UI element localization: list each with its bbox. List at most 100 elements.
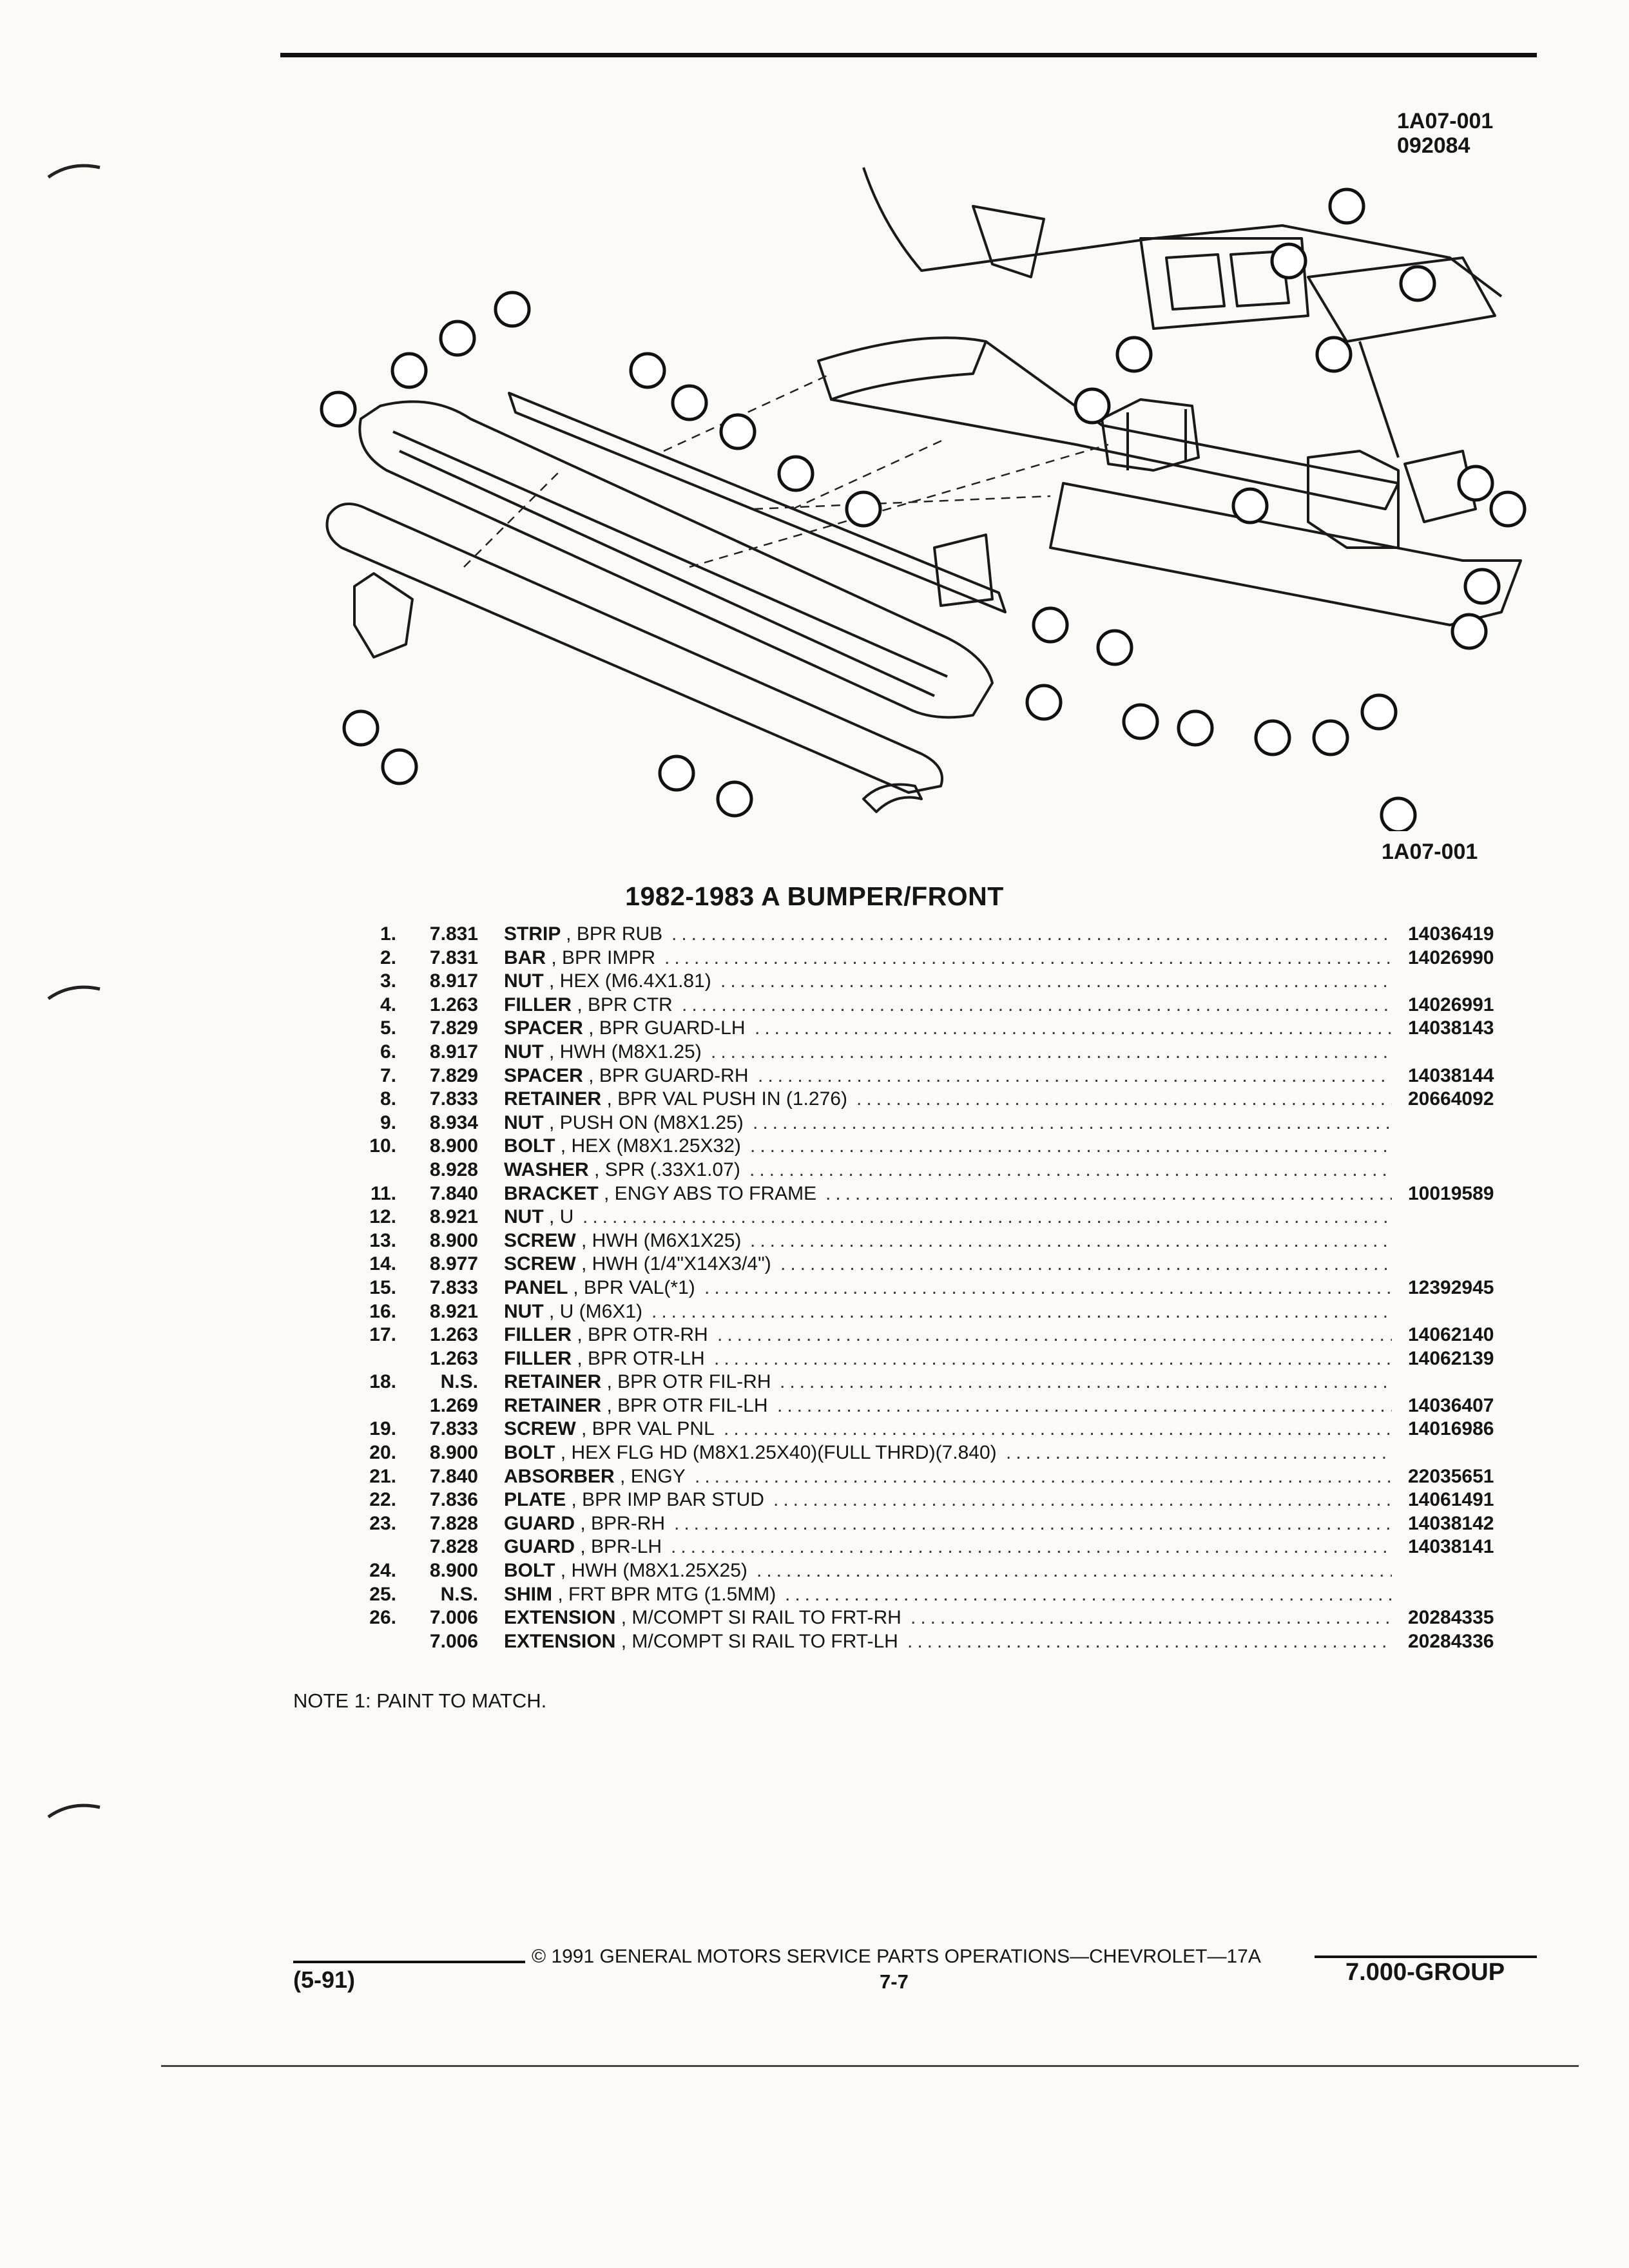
item-number: 23.	[369, 1512, 396, 1534]
part-name: FILLER	[504, 1347, 572, 1369]
part-name: GUARD	[504, 1512, 575, 1534]
part-name: NUT	[504, 1111, 544, 1133]
leader-dots: ........................................…	[780, 1371, 1392, 1393]
item-number: 19.	[369, 1418, 396, 1440]
item-number: 22.	[369, 1489, 396, 1511]
group-number: 7.831	[429, 947, 478, 968]
leader-dots: ........................................…	[825, 1182, 1392, 1204]
part-spec: , HWH (M6X1X25)	[581, 1229, 742, 1251]
part-spec: , ENGY ABS TO FRAME	[604, 1182, 817, 1204]
leader-dots: ........................................…	[671, 923, 1392, 945]
part-name: GUARD	[504, 1536, 575, 1558]
part-description: SPACER , BPR GUARD-RH	[504, 1064, 749, 1088]
part-description: RETAINER , BPR OTR FIL-RH	[504, 1370, 771, 1394]
part-spec: , ENGY	[620, 1465, 686, 1487]
part-description: SHIM , FRT BPR MTG (1.5MM)	[504, 1583, 776, 1607]
part-description: BOLT , HEX FLG HD (M8X1.25X40)(FULL THRD…	[504, 1441, 997, 1465]
part-number: 20664092	[1408, 1088, 1494, 1110]
leader-dots: ........................................…	[755, 1017, 1392, 1039]
group-number: 8.917	[429, 970, 478, 992]
part-name: RETAINER	[504, 1394, 602, 1416]
part-name: BOLT	[504, 1135, 555, 1157]
part-description: NUT , U	[504, 1206, 574, 1229]
part-number: 14016986	[1408, 1418, 1494, 1440]
item-number: 24.	[369, 1560, 396, 1582]
item-number: 16.	[369, 1300, 396, 1322]
leader-dots: ........................................…	[785, 1583, 1392, 1605]
margin-mark	[47, 985, 101, 1001]
part-description: BOLT , HWH (M8X1.25X25)	[504, 1559, 747, 1583]
part-name: EXTENSION	[504, 1630, 616, 1652]
part-spec: , M/COMPT SI RAIL TO FRT-LH	[621, 1630, 898, 1652]
part-name: ABSORBER	[504, 1465, 615, 1487]
item-number: 8.	[380, 1088, 396, 1110]
part-description: EXTENSION , M/COMPT SI RAIL TO FRT-LH	[504, 1630, 898, 1654]
part-description: ABSORBER , ENGY	[504, 1465, 686, 1489]
part-name: NUT	[504, 1206, 544, 1228]
item-number: 12.	[369, 1206, 396, 1228]
group-number: 7.836	[429, 1489, 478, 1511]
part-number: 14062140	[1408, 1324, 1494, 1346]
copyright-line: © 1991 GENERAL MOTORS SERVICE PARTS OPER…	[532, 1946, 1261, 1967]
group-number: 7.831	[429, 923, 478, 945]
revision-code: (5-91)	[293, 1966, 356, 1993]
part-description: SCREW , HWH (1/4"X14X3/4")	[504, 1253, 771, 1276]
part-description: NUT , PUSH ON (M8X1.25)	[504, 1111, 744, 1135]
group-number: 8.921	[429, 1300, 478, 1322]
part-name: RETAINER	[504, 1371, 602, 1393]
item-number: 6.	[380, 1041, 396, 1062]
part-description: SCREW , BPR VAL PNL	[504, 1418, 715, 1441]
part-spec: , BPR VAL(*1)	[573, 1276, 695, 1298]
part-description: GUARD , BPR-RH	[504, 1512, 665, 1536]
item-number: 13.	[369, 1229, 396, 1251]
part-name: BOLT	[504, 1560, 555, 1582]
group-number: 7.840	[429, 1182, 478, 1204]
part-description: BRACKET , ENGY ABS TO FRAME	[504, 1182, 816, 1206]
part-spec: , HEX (M6.4X1.81)	[549, 970, 711, 992]
leader-dots: ........................................…	[856, 1088, 1392, 1110]
part-description: PLATE , BPR IMP BAR STUD	[504, 1488, 764, 1512]
leader-dots: ........................................…	[671, 1536, 1392, 1558]
diagram-date-code: 092084	[1397, 133, 1470, 158]
group-number: 1.269	[429, 1394, 478, 1416]
leader-dots: ........................................…	[757, 1560, 1392, 1582]
part-description: STRIP , BPR RUB	[504, 923, 662, 947]
leader-dots: ........................................…	[749, 1158, 1392, 1180]
part-name: SPACER	[504, 1017, 583, 1039]
part-spec: , HWH (1/4"X14X3/4")	[581, 1253, 771, 1275]
leader-dots: ........................................…	[717, 1324, 1392, 1346]
part-description: SCREW , HWH (M6X1X25)	[504, 1229, 741, 1253]
leader-dots: ........................................…	[777, 1394, 1392, 1416]
part-number: 14061491	[1408, 1489, 1494, 1511]
part-description: RETAINER , BPR OTR FIL-LH	[504, 1394, 768, 1418]
part-spec: , HEX FLG HD (M8X1.25X40)(FULL THRD)(7.8…	[560, 1442, 997, 1464]
part-number: 14036407	[1408, 1394, 1494, 1416]
leader-dots: ........................................…	[695, 1465, 1392, 1487]
group-number: 8.934	[429, 1111, 478, 1133]
part-name: NUT	[504, 1300, 544, 1322]
group-number: 8.917	[429, 1041, 478, 1062]
group-number: 7.829	[429, 1064, 478, 1086]
item-number: 18.	[369, 1371, 396, 1393]
group-number: 8.900	[429, 1442, 478, 1464]
part-number: 14038144	[1408, 1064, 1494, 1086]
group-number: 7.833	[429, 1276, 478, 1298]
diagram-id-bottom: 1A07-001	[1382, 840, 1478, 864]
part-description: FILLER , BPR OTR-RH	[504, 1323, 708, 1347]
part-number: 20284336	[1408, 1630, 1494, 1652]
leader-dots: ........................................…	[711, 1041, 1392, 1062]
group-number: 7.840	[429, 1465, 478, 1487]
part-description: PANEL , BPR VAL(*1)	[504, 1276, 695, 1300]
leader-dots: ........................................…	[714, 1347, 1392, 1369]
item-number: 15.	[369, 1276, 396, 1298]
exploded-bumper-diagram	[320, 167, 1527, 831]
